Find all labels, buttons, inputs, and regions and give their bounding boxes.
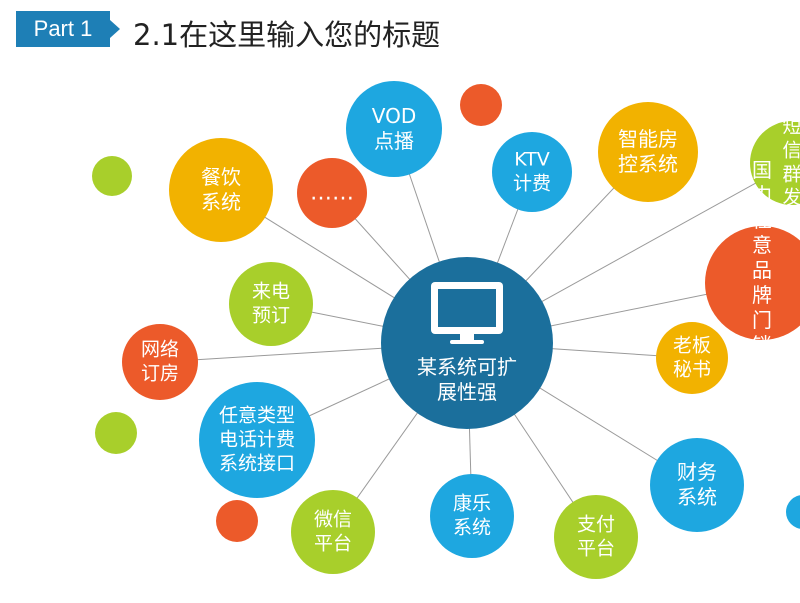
node-online-booking [122,324,198,400]
part-tag: Part 1 [16,11,110,47]
node-sms [750,121,800,205]
decorative-dot [92,156,132,196]
node-more [297,158,367,228]
node-kangle [430,474,514,558]
node-phone-billing [199,382,315,498]
node-wechat [291,490,375,574]
node-vod [346,81,442,177]
node-smart-room [598,102,698,202]
node-ktv [492,132,572,212]
node-brand-lock [705,226,800,340]
page-title: 2.1在这里输入您的标题 [133,18,441,52]
header: Part 1 2.1在这里输入您的标题 [0,0,800,70]
node-catering [169,138,273,242]
node-phone-booking [229,262,313,346]
decorative-dot [216,500,258,542]
part-arrow-icon [110,20,120,38]
decorative-dot [786,495,800,529]
decorative-dot [460,84,502,126]
decorative-dot [95,412,137,454]
node-boss [656,322,728,394]
node-finance [650,438,744,532]
node-payment [554,495,638,579]
monitor-icon [431,282,503,344]
